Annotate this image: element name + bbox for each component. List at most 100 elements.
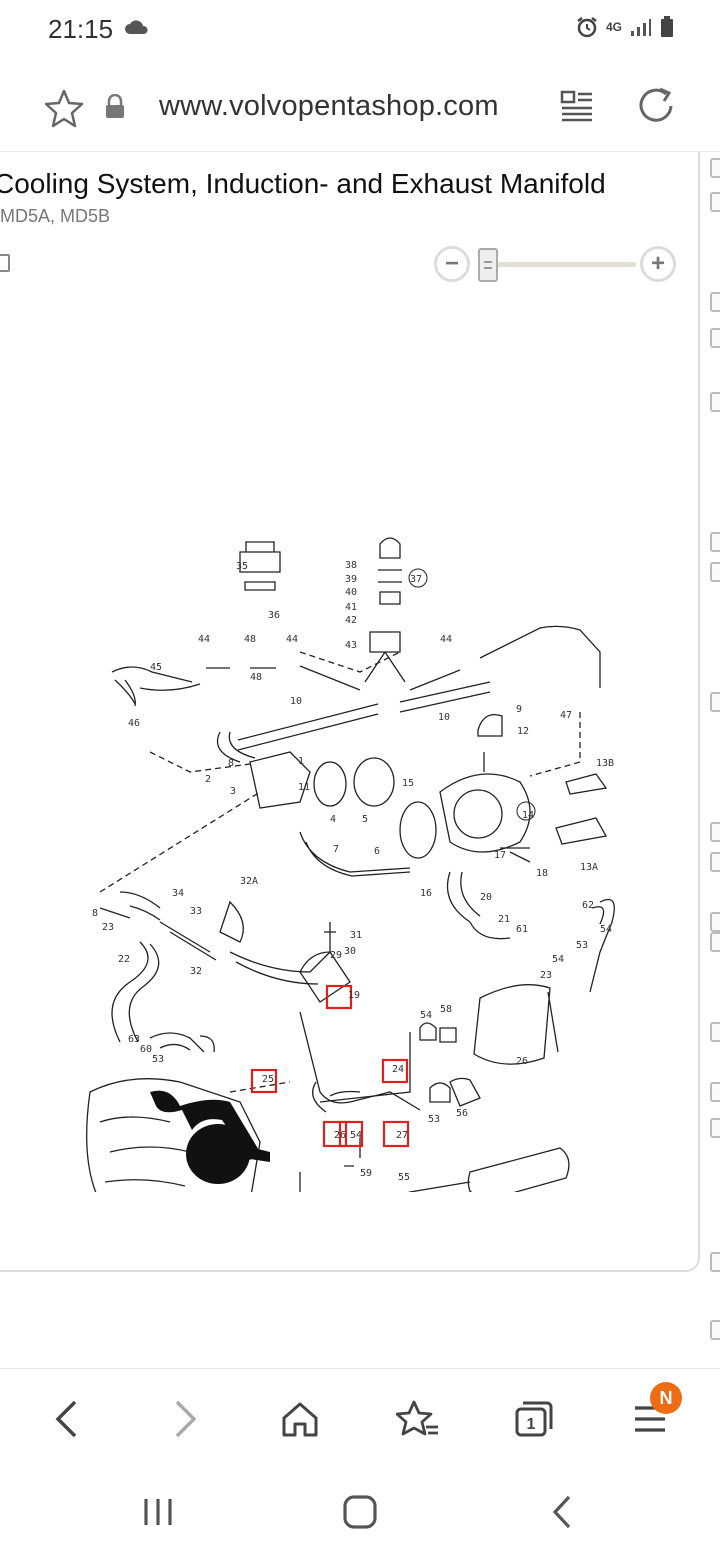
home-square-icon xyxy=(343,1495,377,1529)
part-label-29: 29 xyxy=(330,950,342,961)
status-time: 21:15 xyxy=(48,14,114,44)
zoom-slider-handle[interactable] xyxy=(477,248,498,282)
status-icons: 4G xyxy=(576,16,674,38)
part-label-7: 7 xyxy=(333,844,339,855)
browser-toolbar: 1 xyxy=(0,1368,720,1464)
part-label-35: 35 xyxy=(236,561,248,572)
part-label-23: 23 xyxy=(102,922,114,933)
back-nav-button[interactable] xyxy=(538,1492,586,1532)
part-label-9: 9 xyxy=(516,704,522,715)
url-text[interactable]: www.volvopentashop.com xyxy=(159,90,499,122)
part-label-54: 54 xyxy=(350,1130,362,1141)
callout-box-27[interactable] xyxy=(322,1120,348,1148)
strip-marker xyxy=(710,1022,720,1042)
cloud-icon xyxy=(125,20,148,34)
home-nav-button[interactable] xyxy=(336,1492,384,1532)
zoom-out-button[interactable]: − xyxy=(434,246,470,282)
home-button[interactable] xyxy=(276,1395,324,1443)
part-label-21: 21 xyxy=(498,914,510,925)
part-label-6: 6 xyxy=(374,846,380,857)
part-label-25: 25 xyxy=(262,1074,274,1085)
document-viewer[interactable]: Cooling System, Induction- and Exhaust M… xyxy=(0,152,700,1272)
part-label-10: 10 xyxy=(438,712,450,723)
part-label-8: 8 xyxy=(92,908,98,919)
part-label-23: 23 xyxy=(540,970,552,981)
zoom-in-button[interactable]: + xyxy=(640,246,676,282)
part-label-11: 11 xyxy=(298,782,310,793)
forward-button[interactable] xyxy=(162,1395,210,1443)
callout-box-26[interactable] xyxy=(338,1120,364,1148)
part-label-41: 41 xyxy=(345,602,357,613)
strip-marker xyxy=(710,822,720,842)
strip-marker xyxy=(710,692,720,712)
back-arrow-icon xyxy=(552,1495,571,1529)
part-label-44: 44 xyxy=(198,634,210,645)
tabs-count: 1 xyxy=(527,1416,536,1433)
bookmarks-button[interactable] xyxy=(394,1395,442,1443)
part-label-27: 27 xyxy=(396,1130,408,1141)
back-button[interactable] xyxy=(42,1395,90,1443)
part-label-31: 31 xyxy=(350,930,362,941)
reader-mode-icon[interactable] xyxy=(560,90,594,124)
part-label-53: 53 xyxy=(576,940,588,951)
part-label-2: 2 xyxy=(205,774,211,785)
recent-apps-button[interactable] xyxy=(134,1492,182,1532)
part-label-13A: 13A xyxy=(580,862,598,873)
battery-icon xyxy=(661,16,673,37)
part-label-22: 22 xyxy=(118,954,130,965)
part-label-14: 14 xyxy=(522,810,534,821)
part-label-37: 37 xyxy=(410,574,422,585)
part-label-60: 60 xyxy=(140,1044,152,1055)
part-label-61: 61 xyxy=(516,924,528,935)
alarm-icon xyxy=(577,17,597,38)
part-label-12: 12 xyxy=(517,726,529,737)
strip-marker xyxy=(710,912,720,932)
strip-marker xyxy=(710,1118,720,1138)
zoom-slider-track[interactable] xyxy=(480,262,636,267)
part-label-26: 26 xyxy=(334,1130,346,1141)
part-label-32: 32 xyxy=(190,966,202,977)
part-label-58: 58 xyxy=(440,1004,452,1015)
strip-marker xyxy=(710,562,720,582)
callout-box-25[interactable] xyxy=(381,1058,409,1084)
part-label-5: 5 xyxy=(362,814,368,825)
tabs-icon: 1 xyxy=(515,1401,553,1437)
plus-icon: + xyxy=(650,250,665,277)
part-label-40: 40 xyxy=(345,587,357,598)
part-label-54: 54 xyxy=(552,954,564,965)
star-list-icon xyxy=(396,1400,438,1436)
reload-icon[interactable] xyxy=(636,86,676,126)
network-type: 4G xyxy=(605,19,622,34)
part-label-45: 45 xyxy=(150,662,162,673)
chevron-left-icon xyxy=(55,1400,77,1438)
copy-icon[interactable] xyxy=(0,254,10,272)
callout-box-28[interactable] xyxy=(250,1068,278,1094)
part-label-36: 36 xyxy=(268,610,280,621)
part-label-34: 34 xyxy=(172,888,184,899)
tabs-button[interactable]: 1 xyxy=(510,1395,558,1443)
strip-marker xyxy=(710,852,720,872)
lock-icon xyxy=(106,94,124,118)
part-label-43: 43 xyxy=(345,640,357,651)
part-label-39: 39 xyxy=(345,574,357,585)
part-label-13B: 13B xyxy=(596,758,614,769)
part-label-18: 18 xyxy=(536,868,548,879)
strip-marker xyxy=(710,158,720,178)
callout-box-24[interactable] xyxy=(382,1120,410,1148)
part-label-59: 59 xyxy=(360,1168,372,1179)
status-bar: 21:15 4G xyxy=(0,0,720,64)
part-label-54: 54 xyxy=(420,1010,432,1021)
system-nav-bar xyxy=(0,1464,720,1560)
signal-icon xyxy=(631,19,651,36)
bookmark-star-icon[interactable] xyxy=(44,88,84,128)
part-label-56: 56 xyxy=(456,1108,468,1119)
part-label-47: 47 xyxy=(560,710,572,721)
parts-diagram[interactable]: 3536383940414243374445464844484447910101… xyxy=(0,292,700,1192)
part-label-42: 42 xyxy=(345,615,357,626)
part-label-62: 62 xyxy=(582,900,594,911)
callout-box-29[interactable] xyxy=(325,984,353,1010)
strip-marker xyxy=(710,932,720,952)
notification-badge[interactable]: N xyxy=(650,1382,682,1414)
strip-marker xyxy=(710,392,720,412)
part-label-26: 26 xyxy=(516,1056,528,1067)
